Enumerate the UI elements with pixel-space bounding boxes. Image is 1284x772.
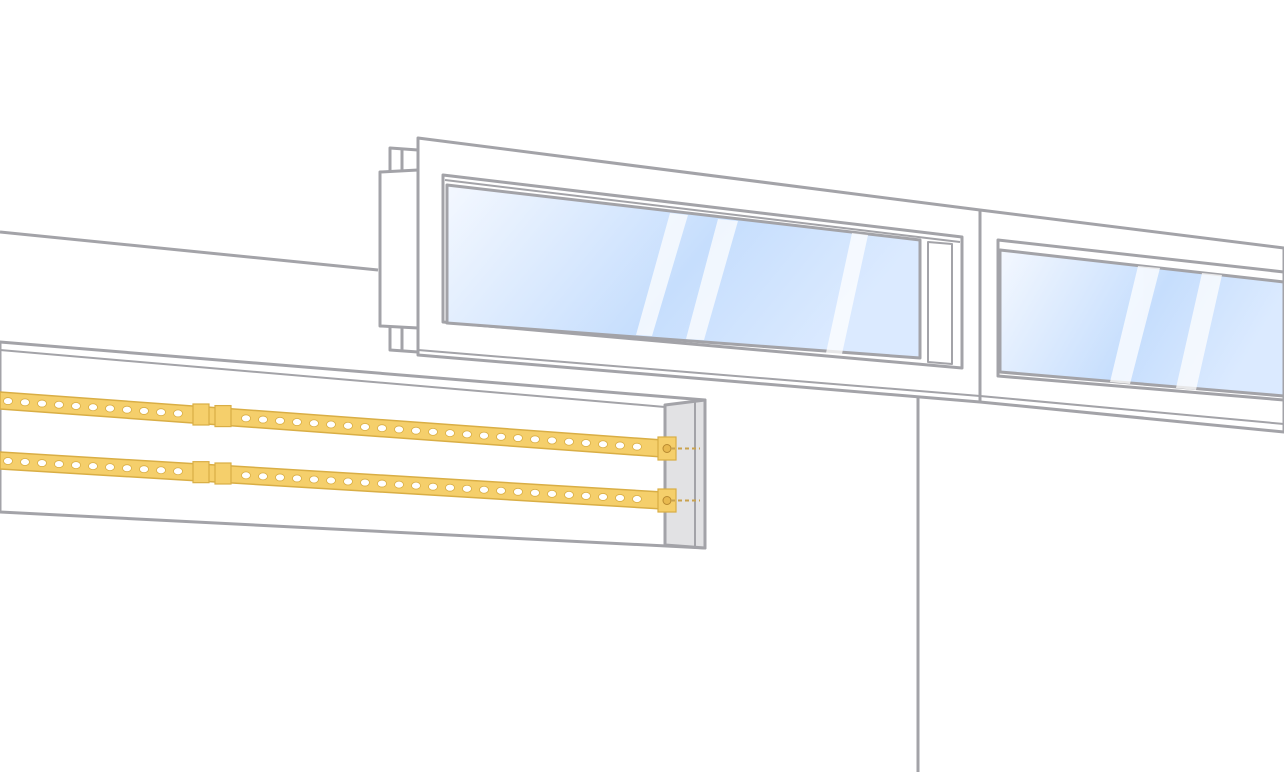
led-strip-hole bbox=[173, 467, 183, 476]
led-strip-hole bbox=[496, 432, 506, 441]
left-pane-sash-edge bbox=[927, 241, 953, 365]
led-strip-hole bbox=[241, 471, 251, 480]
led-strip-hole bbox=[275, 416, 285, 425]
window-sill-line bbox=[417, 349, 981, 397]
led-strip-hole bbox=[173, 409, 183, 418]
cove-endcap bbox=[663, 398, 707, 550]
glass-reflection bbox=[826, 233, 868, 354]
led-strip-hole bbox=[326, 476, 336, 485]
wall-line bbox=[0, 230, 379, 272]
led-strip-hole bbox=[513, 487, 523, 496]
led-strip-hole bbox=[275, 473, 285, 482]
led-strip-hole bbox=[479, 431, 489, 440]
led-strip-hole bbox=[598, 440, 608, 449]
led-strip-hole bbox=[309, 475, 319, 484]
glass-reflection bbox=[636, 213, 688, 336]
led-strip-connector bbox=[214, 404, 232, 428]
led-strip-hole bbox=[632, 495, 642, 503]
led-strip-hole bbox=[360, 423, 370, 431]
led-strip-hole bbox=[547, 489, 557, 498]
led-strip-hole bbox=[547, 436, 557, 445]
led-strip-hole bbox=[598, 493, 608, 501]
led-strip-hole bbox=[343, 477, 353, 486]
led-strip-hole bbox=[360, 478, 370, 487]
led-strip-hole bbox=[428, 482, 438, 491]
led-strip-hole bbox=[139, 465, 149, 474]
led-strip-hole bbox=[156, 408, 166, 417]
led-strip-hole bbox=[445, 429, 455, 438]
led-strip-hole bbox=[632, 442, 642, 451]
led-strip-hole bbox=[258, 415, 268, 424]
led-strip-hole bbox=[343, 421, 353, 430]
glass-reflection bbox=[686, 219, 738, 340]
led-strip-hole bbox=[71, 402, 81, 410]
led-strip-hole bbox=[20, 458, 30, 466]
glass-reflection bbox=[1176, 273, 1222, 390]
led-strip-hole bbox=[54, 400, 64, 409]
led-strip-hole bbox=[88, 462, 98, 471]
led-strip-hole bbox=[462, 430, 472, 439]
led-strip-hole bbox=[241, 414, 251, 423]
led-strip-hole bbox=[292, 474, 302, 483]
led-strip-hole bbox=[479, 485, 489, 494]
led-strip-hole bbox=[71, 461, 81, 469]
led-strip-hole bbox=[530, 488, 540, 497]
led-strip-hole bbox=[615, 441, 625, 450]
lower-led-strip bbox=[0, 451, 700, 513]
led-strip-hole bbox=[530, 435, 540, 444]
led-strip-hole bbox=[428, 427, 438, 436]
led-strip-hole bbox=[377, 424, 387, 433]
left-pane-top-line bbox=[444, 179, 961, 243]
led-strip-hole bbox=[394, 480, 404, 489]
led-strip-hole bbox=[496, 486, 506, 495]
led-strip-hole bbox=[122, 405, 132, 414]
led-strip-hole bbox=[564, 437, 574, 446]
led-strip-hole bbox=[156, 466, 166, 475]
led-strip-hole bbox=[3, 457, 13, 465]
left-pane-glass bbox=[445, 183, 922, 360]
led-strip-hole bbox=[88, 403, 98, 412]
cove-inner-edge bbox=[0, 349, 666, 408]
led-strip-hole bbox=[20, 398, 30, 407]
upper-led-strip bbox=[0, 391, 700, 461]
led-strip-hole bbox=[122, 464, 132, 473]
led-strip-hole bbox=[411, 481, 421, 490]
led-strip-hole bbox=[411, 426, 421, 435]
led-strip-hole bbox=[292, 418, 302, 426]
led-strip-connector bbox=[214, 462, 232, 485]
led-strip-hole bbox=[105, 463, 115, 472]
led-strip-hole bbox=[462, 484, 472, 493]
led-strip-screw bbox=[662, 444, 672, 453]
led-strips bbox=[0, 391, 700, 513]
window-side-plate bbox=[378, 168, 420, 330]
led-strip-hole bbox=[37, 459, 47, 467]
glass-reflections bbox=[636, 213, 1222, 390]
led-strip-hole bbox=[581, 439, 591, 447]
led-strip-hole bbox=[564, 490, 574, 499]
led-strip-screw bbox=[662, 496, 672, 505]
led-strip-hole bbox=[105, 404, 115, 413]
window-sill-line bbox=[979, 395, 1284, 425]
led-strip-hole bbox=[581, 492, 591, 500]
led-strip-hole bbox=[54, 460, 64, 468]
led-strip-hole bbox=[258, 472, 268, 481]
led-strip-hole bbox=[394, 425, 404, 434]
led-strip-hole bbox=[37, 399, 47, 408]
led-strip-hole bbox=[445, 483, 455, 492]
led-strip-hole bbox=[3, 397, 13, 405]
glass-reflection bbox=[1110, 266, 1160, 384]
led-strip-hole bbox=[513, 434, 523, 442]
led-strip-hole bbox=[615, 494, 625, 502]
led-strip-hole bbox=[139, 407, 149, 415]
led-strip-connector bbox=[192, 461, 210, 484]
led-strip-connector bbox=[192, 403, 210, 426]
led-strip-hole bbox=[326, 420, 336, 429]
led-strip-hole bbox=[309, 419, 319, 428]
led-strip-hole bbox=[377, 479, 387, 488]
